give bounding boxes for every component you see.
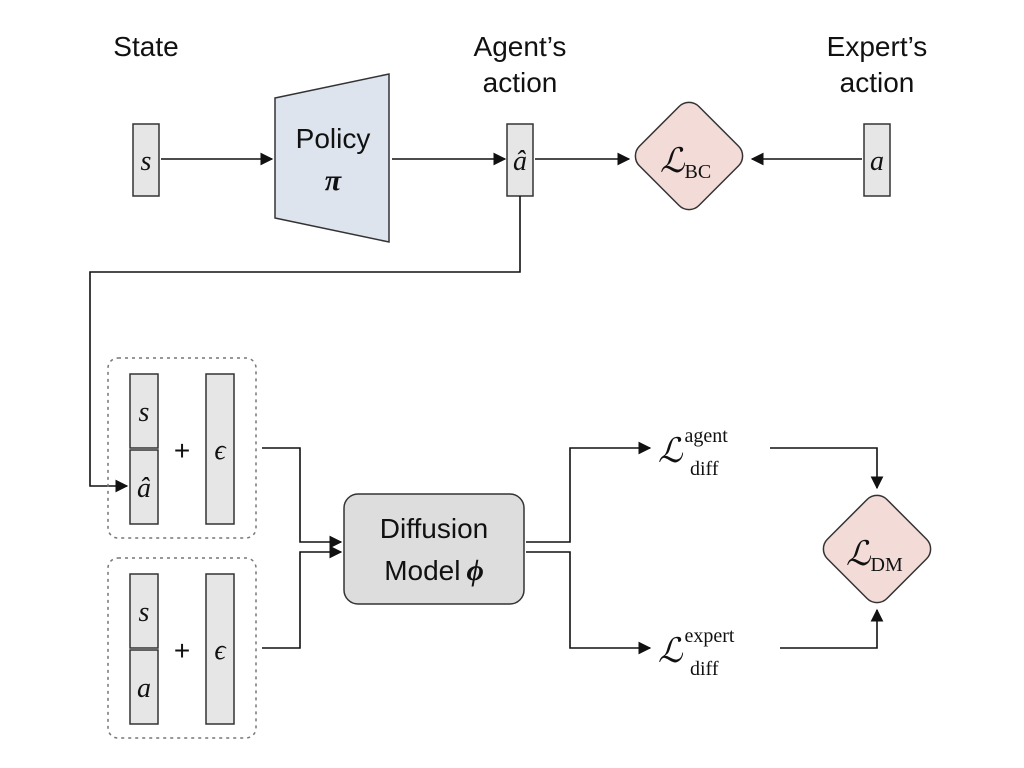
policy-symbol: π [325,164,342,197]
arrow-expert-group-to-diffusion [262,545,343,649]
expert-action-symbol: a [870,146,884,177]
dm-loss-diamond [822,494,932,604]
expert-group-action-vector [129,649,159,725]
expert-group-plus: + [174,635,190,666]
agent-group-plus: + [174,435,190,466]
expert-group-action-symbol: a [137,673,151,704]
agent-diffusion-loss-sub: diff [690,458,719,480]
expert-group-noise-vector [205,573,235,725]
expert-diffusion-loss-sub: diff [690,658,719,680]
dm-loss-label: ℒDM [846,536,903,576]
arrow-agent-group-to-diffusion [262,447,343,549]
expert-group-state-vector [129,573,159,649]
arrow-agent-loss-to-dm [770,447,884,490]
agent-group-action-symbol: â [137,473,151,504]
state-vector [132,123,160,197]
arrow-expert-loss-to-dm [780,608,884,649]
expert-action-vector [863,123,891,197]
arrow-agent-action-to-diffusion-input [89,196,521,493]
diffusion-model-label: Diffusion [380,513,488,544]
agent-action-label-line2: action [483,67,558,98]
bc-loss-label: ℒBC [660,143,711,183]
expert-group-noise-symbol: ϵ [214,635,227,666]
agent-group-noise-symbol: ϵ [214,435,227,466]
agent-group-state-symbol: s [139,397,150,428]
arrow-diffusion-to-expert-loss [526,551,652,655]
arrow-diffusion-to-agent-loss [526,441,652,543]
agent-input-group [107,357,257,539]
policy-label: Policy [296,123,371,154]
bc-loss-diamond [634,101,744,211]
expert-action-label-line1: Expert’s [827,31,928,62]
state-label: State [113,31,178,62]
agent-action-symbol: â [513,146,527,177]
agent-group-state-vector [129,373,159,449]
agent-action-label-line1: Agent’s [474,31,567,62]
agent-group-action-vector [129,449,159,525]
state-symbol: s [141,146,152,177]
expert-action-label-line2: action [840,67,915,98]
expert-group-state-symbol: s [139,597,150,628]
agent-group-noise-vector [205,373,235,525]
diffusion-model-block [343,493,525,605]
policy-block [274,73,390,243]
expert-input-group [107,557,257,739]
